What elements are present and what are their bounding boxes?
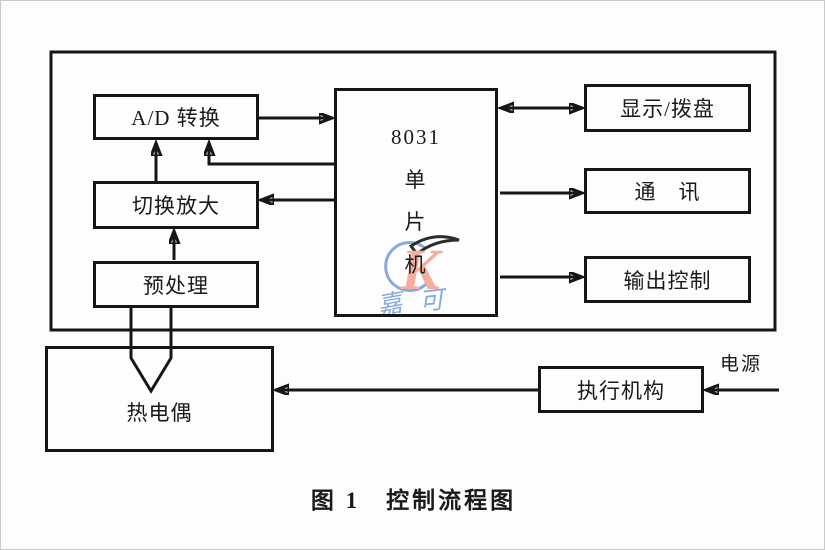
node-preprocess-label: 预处理	[143, 273, 209, 298]
node-display-dial: 显示/拨盘	[584, 84, 751, 132]
mcu-line-model: 8031	[391, 124, 441, 149]
node-communication-label: 通 讯	[634, 180, 701, 204]
node-actuator-label: 执行机构	[577, 378, 665, 403]
watermark-g-swoosh	[384, 240, 430, 292]
node-switch-amplifier: 切换放大	[93, 181, 259, 229]
outer-enclosure-box	[49, 50, 777, 332]
node-thermocouple-label: 热电偶	[126, 401, 193, 425]
node-ad-converter-label: A/D 转换	[131, 106, 221, 130]
mcu-line-char2: 片	[404, 210, 428, 235]
mcu-line-char1: 单	[404, 167, 428, 192]
node-output-control: 输出控制	[584, 256, 751, 303]
node-preprocess: 预处理	[93, 261, 259, 308]
node-communication: 通 讯	[584, 168, 751, 214]
watermark-k-letter: K	[400, 237, 443, 302]
watermark-logo: K 嘉 可	[375, 235, 460, 321]
node-switch-amplifier-label: 切换放大	[132, 194, 220, 218]
watermark-g-tail	[408, 235, 460, 257]
mcu-line-char3: 机	[404, 253, 428, 278]
figure-caption: 图 1 控制流程图	[310, 488, 517, 513]
power-label: 电源	[720, 354, 763, 375]
node-mcu-8031: 8031 单 片 机	[334, 88, 498, 317]
arrow-mcu-to-ad	[209, 144, 334, 166]
node-actuator: 执行机构	[538, 366, 704, 413]
hollow-arrow-preprocess-to-thermocouple	[129, 308, 173, 394]
node-thermocouple: 热电偶	[45, 346, 274, 452]
node-ad-converter: A/D 转换	[93, 94, 259, 140]
node-display-dial-label: 显示/拨盘	[620, 97, 715, 121]
node-output-control-label: 输出控制	[623, 268, 712, 293]
